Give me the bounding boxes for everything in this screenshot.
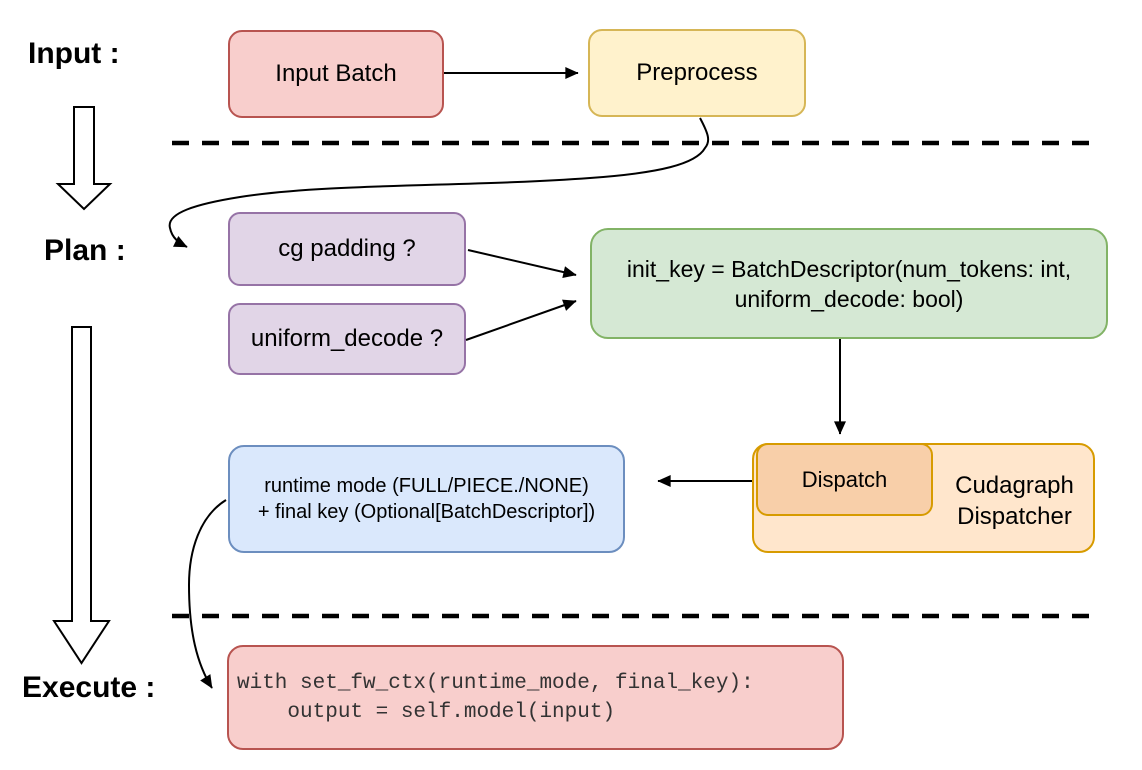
node-execute-code: with set_fw_ctx(runtime_mode, final_key)…: [227, 645, 844, 750]
edge-uniformdecode-to-initkey: [465, 299, 577, 341]
node-dispatch-label: Dispatch: [801, 466, 888, 492]
node-runtime-result-line2: + final key (Optional[BatchDescriptor]): [257, 501, 596, 523]
node-dispatch: Dispatch: [756, 443, 933, 516]
edge-cgpadding-to-initkey: [467, 249, 577, 278]
section-label-execute: Execute :: [22, 671, 156, 704]
plan-to-execute-flow-arrow: [52, 326, 111, 665]
node-uniform-decode: uniform_decode ?: [228, 303, 466, 375]
node-cudagraph-dispatcher-label: Cudagraph Dispatcher: [955, 472, 1074, 530]
node-input-batch-label: Input Batch: [275, 60, 397, 87]
node-cg-padding-label: cg padding ?: [278, 235, 416, 262]
execute-code-line2: output = self.model(input): [237, 700, 616, 724]
edge-runtime-to-code: [187, 499, 227, 689]
node-init-key-line2: uniform_decode: bool): [734, 285, 964, 312]
node-init-key: init_key = BatchDescriptor(num_tokens: i…: [590, 228, 1108, 339]
node-runtime-result: runtime mode (FULL/PIECE./NONE) + final …: [228, 445, 625, 553]
node-preprocess-label: Preprocess: [636, 59, 758, 86]
node-input-batch: Input Batch: [228, 30, 444, 118]
section-label-input: Input :: [28, 37, 120, 70]
input-to-plan-flow-arrow: [55, 106, 113, 211]
node-init-key-line1: init_key = BatchDescriptor(num_tokens: i…: [626, 255, 1072, 282]
node-cg-padding: cg padding ?: [228, 212, 466, 286]
node-runtime-result-line1: runtime mode (FULL/PIECE./NONE): [264, 475, 589, 497]
section-label-plan: Plan :: [44, 234, 126, 267]
node-uniform-decode-label: uniform_decode ?: [250, 325, 444, 352]
node-preprocess: Preprocess: [588, 29, 806, 117]
execute-code-line1: with set_fw_ctx(runtime_mode, final_key)…: [237, 671, 754, 695]
